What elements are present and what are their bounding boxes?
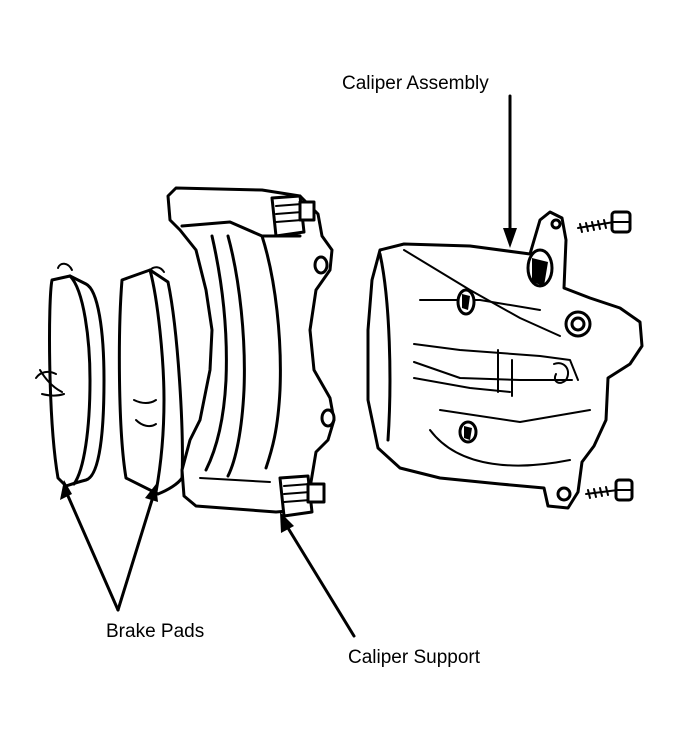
outer-brake-pad [35,262,106,488]
inner-brake-pad [117,266,184,496]
caliper-support-arrow [280,512,356,638]
lower-mounting-bolt [585,478,634,502]
brake-pads-label: Brake Pads [106,621,205,642]
caliper-support-label: Caliper Support [348,647,481,668]
caliper-assembly-label: Caliper Assembly [342,73,489,94]
upper-mounting-bolt [577,210,632,234]
caliper-support [166,186,336,518]
caliper-assembly [366,210,644,510]
caliper-assembly-arrow [503,94,517,248]
brake-pads-arrows [60,480,158,612]
